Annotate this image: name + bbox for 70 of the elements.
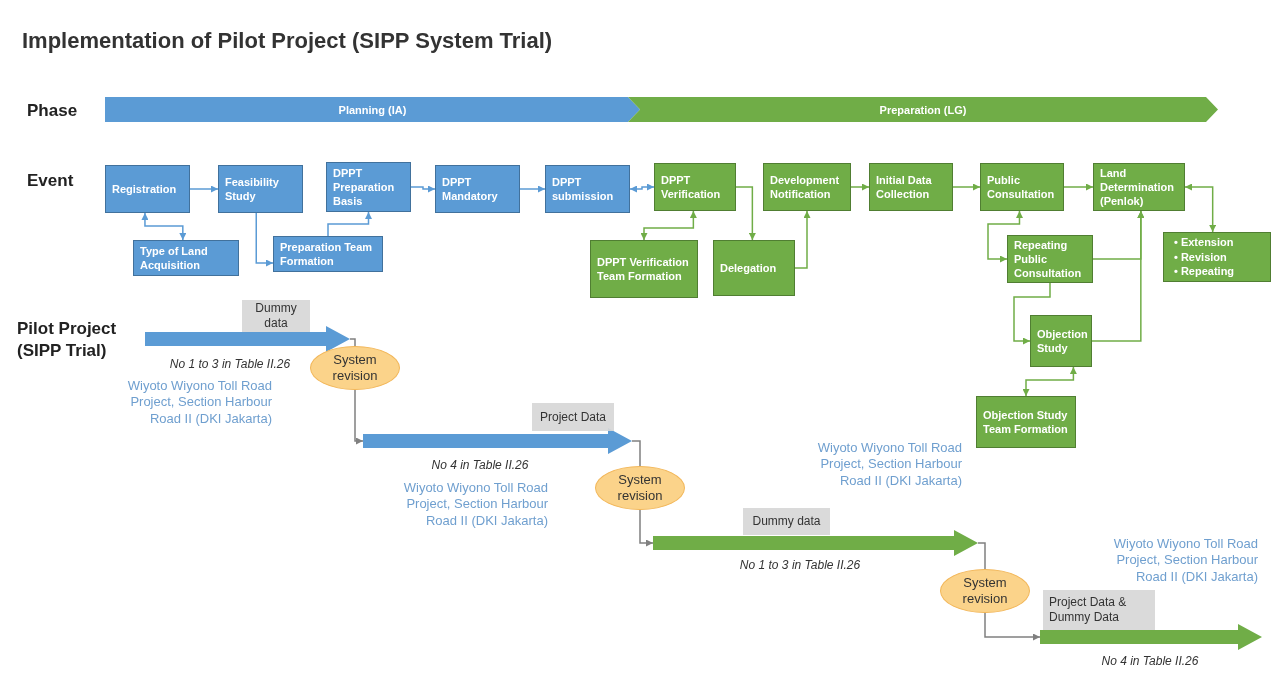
arrow (410, 185, 436, 193)
timeline-bar (1040, 624, 1262, 650)
process-box: DPPT Preparation Basis (326, 162, 411, 212)
project-note: Wiyoto Wiyono Toll Road Project, Section Harbour Road II (DKI Jakarta) (126, 378, 272, 427)
process-box: Feasibility Study (218, 165, 303, 213)
data-tag: Project Data (532, 403, 614, 431)
arrow (327, 211, 372, 237)
phase-band: Preparation (LG) (628, 97, 1218, 122)
project-note: Wiyoto Wiyono Toll Road Project, Section Harbour Road II (DKI Jakarta) (816, 440, 962, 489)
list-item: • Revision (1174, 249, 1228, 265)
arrow (189, 185, 219, 193)
connector-line (977, 542, 986, 570)
data-tag: Dummy data (743, 508, 830, 535)
connector-line (349, 338, 356, 347)
process-box: Development Notification (763, 163, 851, 211)
process-box: Public Consultation (980, 163, 1064, 211)
arrow (639, 509, 654, 547)
node-label: No 1 to 3 in Table II.26 (739, 558, 861, 572)
process-box: Initial Data Collection (869, 163, 953, 211)
arrow (1091, 210, 1145, 342)
arrow (1022, 366, 1077, 397)
arrow (629, 183, 655, 193)
list-box (1163, 232, 1271, 282)
arrow (519, 185, 546, 193)
arrow (1013, 282, 1051, 345)
timeline-bar (363, 428, 632, 454)
row-label: Phase (27, 100, 78, 122)
arrow (984, 612, 1041, 641)
arrow (794, 210, 811, 269)
arrow (1063, 183, 1094, 191)
project-note: Wiyoto Wiyono Toll Road Project, Section Harbour Road II (DKI Jakarta) (402, 480, 548, 529)
row-label: Event (27, 170, 74, 192)
node-label: No 4 in Table II.26 (431, 458, 529, 472)
arrow (354, 389, 364, 445)
node-label: No 1 to 3 in Table II.26 (169, 357, 291, 371)
arrow (952, 183, 981, 191)
connector-line (631, 440, 641, 467)
title: Implementation of Pilot Project (SIPP System Trial) (22, 28, 553, 54)
phase-band: Planning (IA) (105, 97, 640, 122)
process-box: Preparation Team Formation (273, 236, 383, 272)
process-box: Objection Study (1030, 315, 1092, 367)
ellipse: System revision (595, 466, 685, 510)
arrow (987, 210, 1023, 263)
list-item: • Extension (1174, 234, 1235, 250)
arrow (640, 210, 697, 241)
process-box: Repeating Public Consultation (1007, 235, 1093, 283)
project-note: Wiyoto Wiyono Toll Road Project, Section Harbour Road II (DKI Jakarta) (1112, 536, 1258, 585)
arrow (255, 212, 274, 267)
process-box: Objection Study Team Formation (976, 396, 1076, 448)
arrow (735, 186, 756, 241)
process-box: Land Determination (Penlok) (1093, 163, 1185, 211)
ellipse: System revision (940, 569, 1030, 613)
list-item: • Repeating (1174, 264, 1235, 280)
node-label: No 4 in Table II.26 (1101, 654, 1199, 668)
timeline-bar (653, 530, 978, 556)
data-tag: Dummy data (242, 300, 310, 332)
process-box: DPPT Mandatory (435, 165, 520, 213)
timeline-bar (145, 326, 350, 352)
process-box: DPPT Verification Team Formation (590, 240, 698, 298)
row-label: Pilot Project (SIPP Trial) (17, 318, 118, 363)
arrow (850, 183, 870, 191)
arrow (141, 212, 187, 241)
process-box: DPPT Verification (654, 163, 736, 211)
process-box: Registration (105, 165, 190, 213)
process-box: Delegation (713, 240, 795, 296)
process-box: Type of Land Acquisition (133, 240, 239, 276)
data-tag: Project Data & Dummy Data (1043, 590, 1155, 630)
process-box: DPPT submission (545, 165, 630, 213)
arrow (1184, 183, 1217, 233)
ellipse: System revision (310, 346, 400, 390)
